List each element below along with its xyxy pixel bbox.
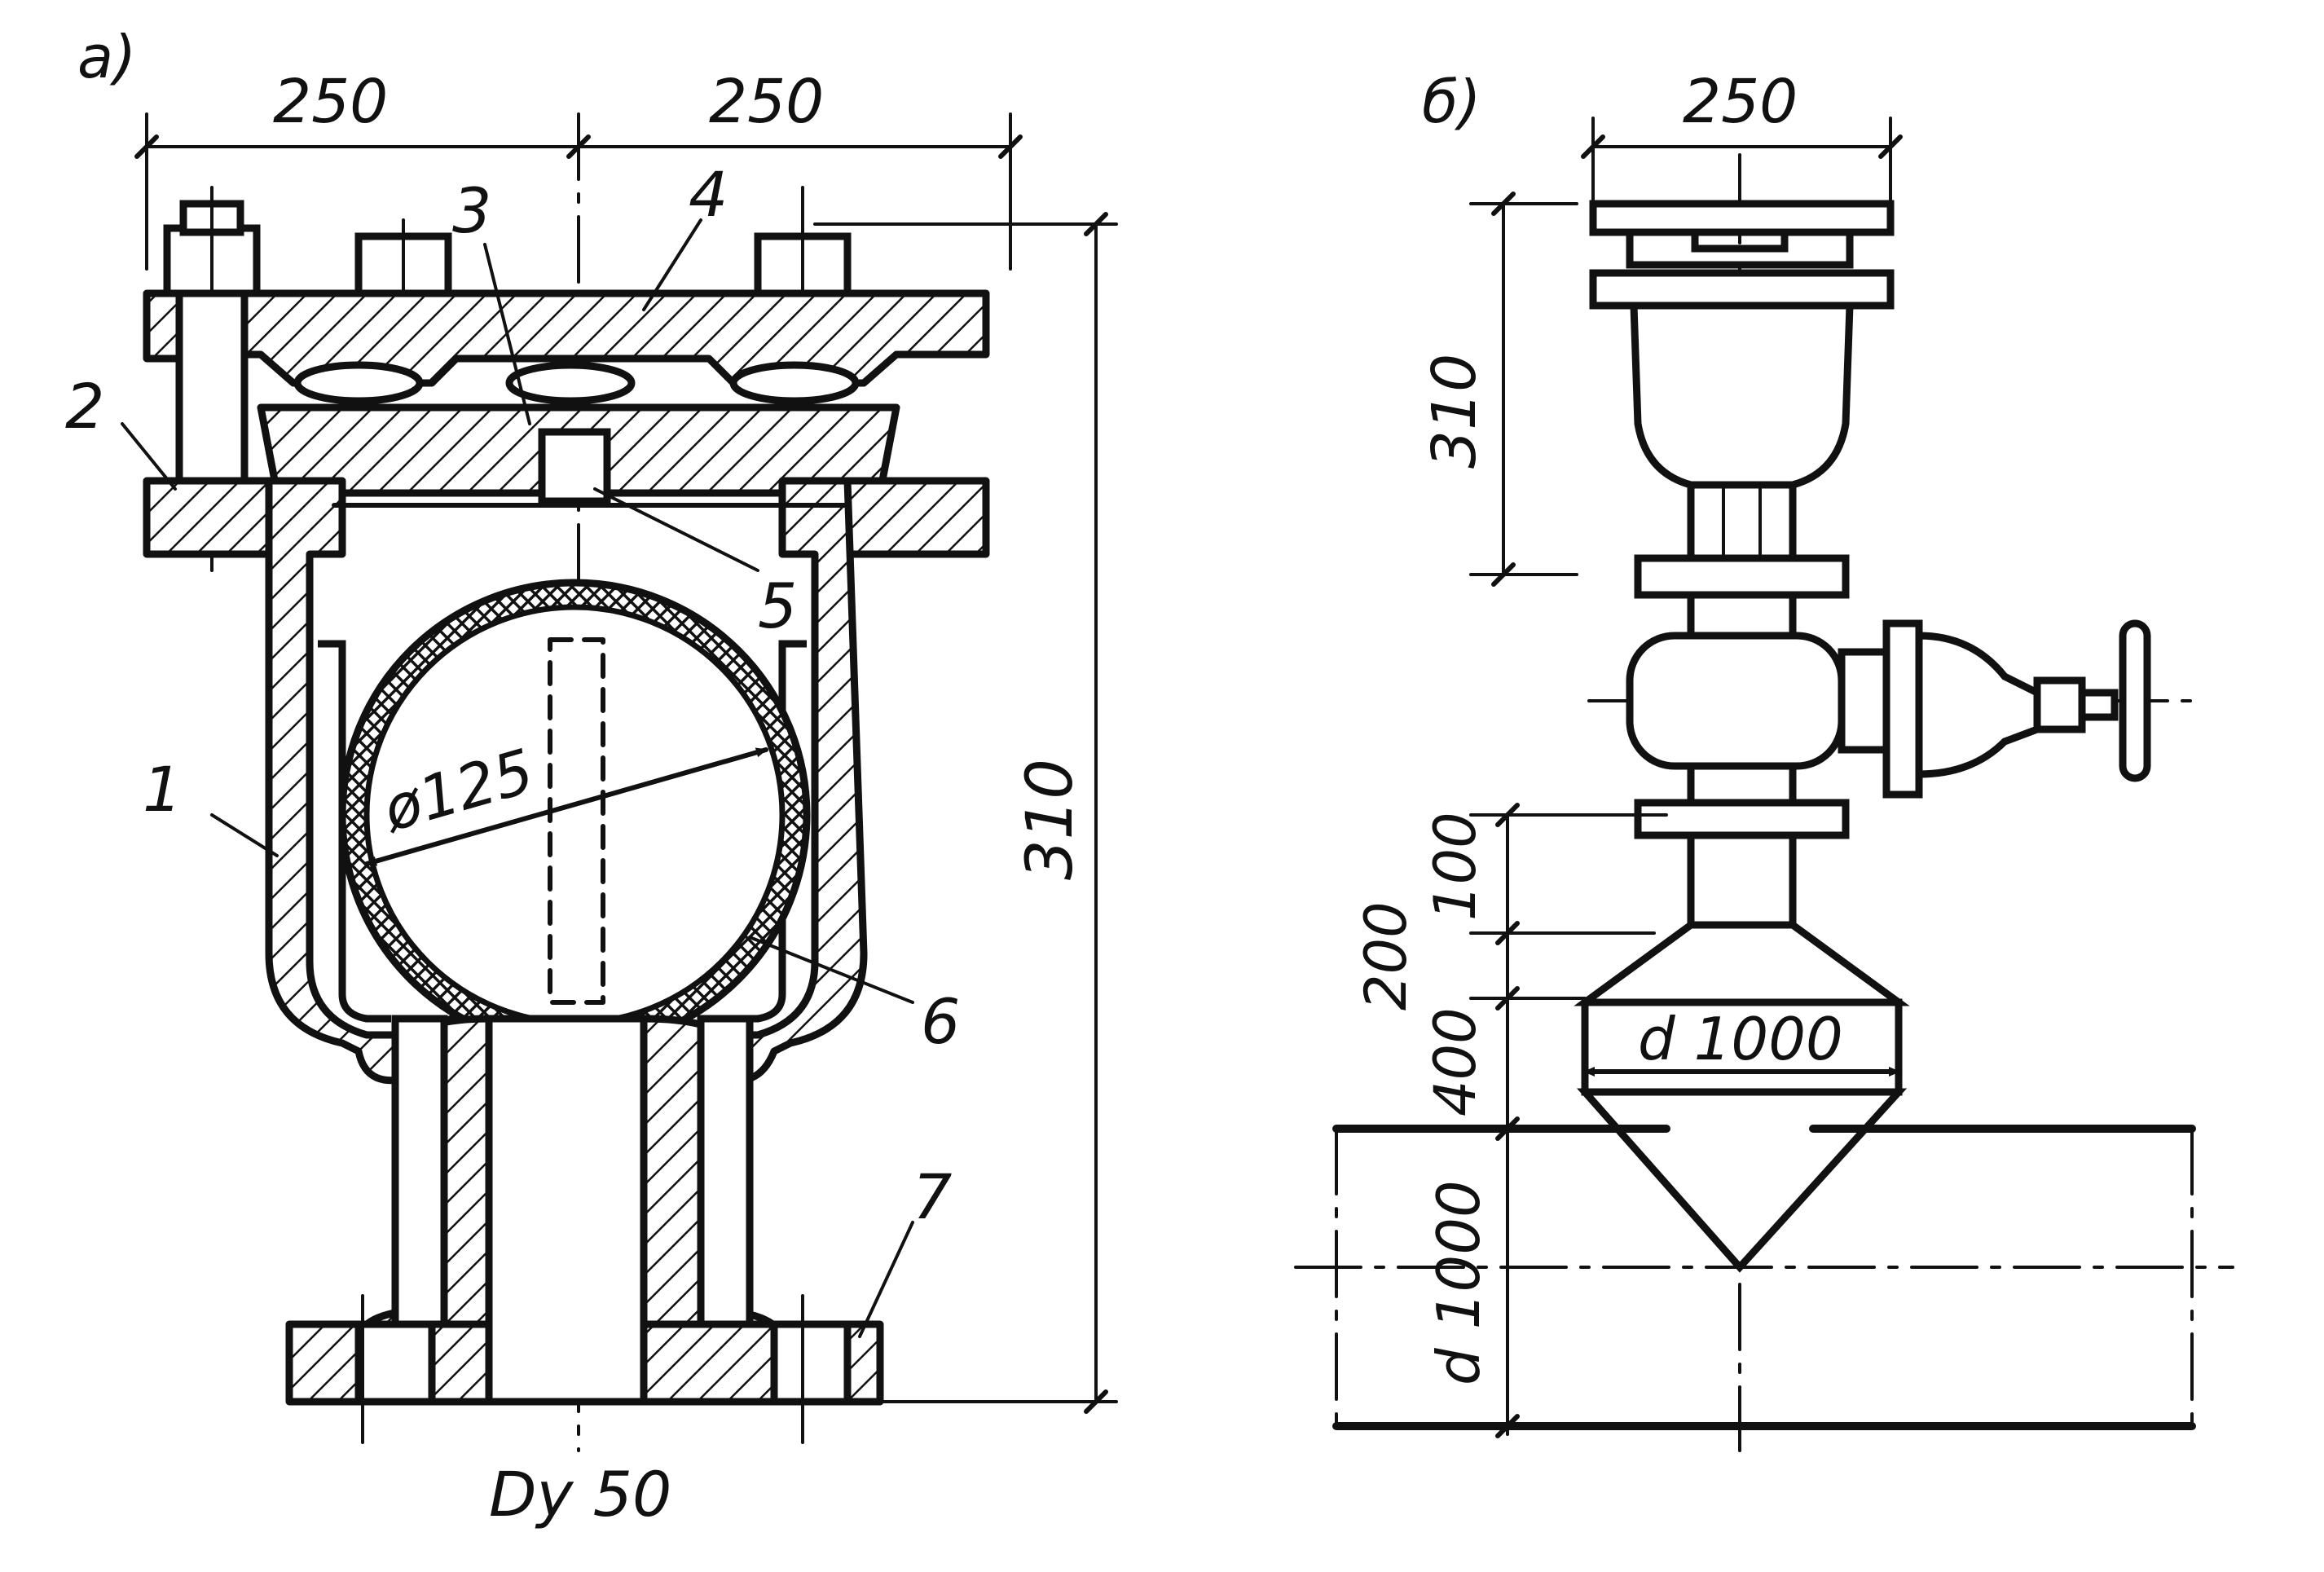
valve-stack [1589, 200, 1895, 929]
panel-label-a: а) [77, 23, 136, 91]
callout-3: 3 [452, 174, 491, 247]
figure-b-elevation-view: б) 250 310 [1294, 67, 2234, 1452]
dim-height-a: 310 [1014, 759, 1087, 880]
dim-top-right-a: 250 [709, 67, 824, 137]
dim-cone-b: d 1000 [1638, 1005, 1843, 1073]
dimension-upper-b [1469, 192, 1578, 587]
dim-100-b: 100 [1422, 812, 1489, 921]
callout-4: 4 [689, 158, 728, 231]
callout-leaders [121, 218, 914, 1338]
dim-top-b: 250 [1683, 67, 1798, 137]
dim-outlet-a: Dy 50 [489, 1458, 671, 1530]
dim-ball-line [364, 747, 768, 866]
callout-6: 6 [921, 985, 960, 1058]
cover-plate [143, 289, 990, 505]
dimension-lower-b [1469, 803, 1668, 1438]
panel-label-b: б) [1422, 68, 1481, 136]
figure-a-section-view: а) 250 250 310 [65, 23, 1118, 1530]
callout-2: 2 [65, 370, 104, 443]
side-valve [1838, 619, 2151, 799]
dimension-height-a [813, 212, 1118, 1414]
callout-7: 7 [913, 1160, 952, 1233]
dim-upper-b: 310 [1419, 354, 1490, 469]
dim-200-b: 200 [1353, 901, 1419, 1011]
cone-reducer [1574, 921, 1910, 1273]
callout-1: 1 [143, 753, 182, 826]
dim-top-left-a: 250 [273, 67, 388, 137]
main-pipe [1332, 1125, 2196, 1436]
cover-bolts [163, 186, 852, 572]
dim-400-b: 400 [1422, 1007, 1489, 1116]
dimension-top-b [1581, 117, 1903, 205]
outlet-branch [285, 1015, 884, 1444]
callout-5: 5 [758, 570, 797, 642]
dim-pipe-b: d 1000 [1424, 1180, 1493, 1385]
